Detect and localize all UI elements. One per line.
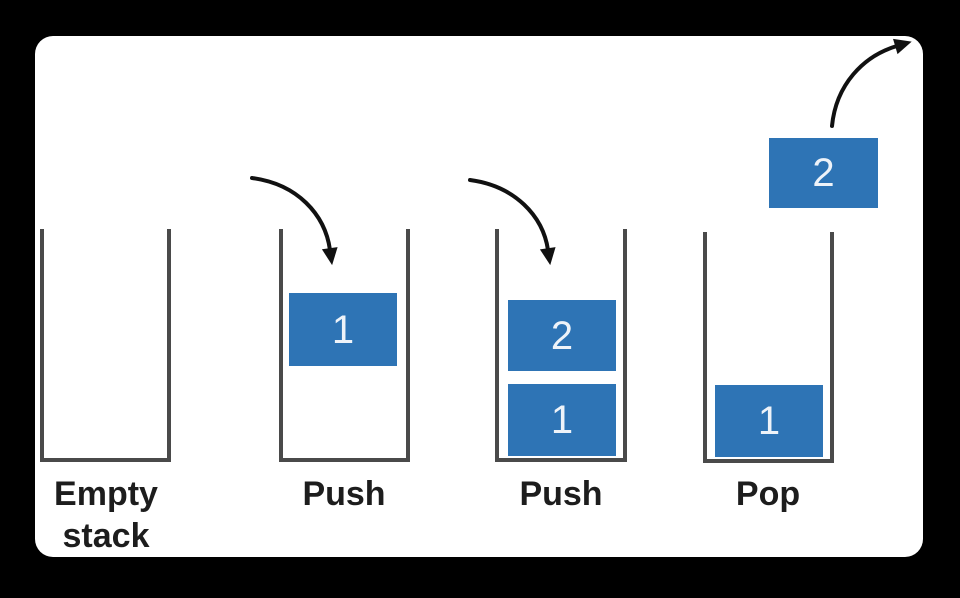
stack-container-empty (40, 229, 171, 462)
stack-item: 1 (289, 293, 397, 366)
stack-item: 1 (508, 384, 616, 456)
stack-container-push-1 (279, 229, 410, 462)
pop-arrow-icon (830, 38, 912, 128)
stage-label-pop: Pop (735, 475, 801, 513)
stack-container-push-2 (495, 229, 627, 462)
stage-label-push-1: Push (302, 475, 386, 513)
stack-item: 2 (508, 300, 616, 371)
diagram-card: Empty stack 1 Push 2 1 Push 1 2 Pop (35, 36, 923, 557)
stage-label-push-2: Push (519, 475, 603, 513)
stage-label-empty-stack: Empty stack (54, 475, 158, 556)
stack-item: 1 (715, 385, 823, 457)
popped-stack-item: 2 (769, 138, 878, 208)
stack-container-pop (703, 232, 834, 463)
